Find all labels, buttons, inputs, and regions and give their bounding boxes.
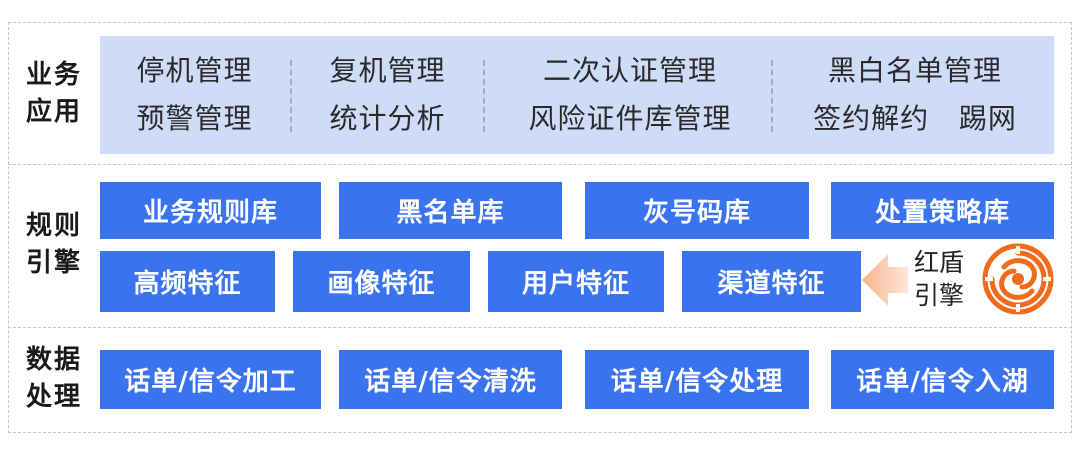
data-box-lake-ingest: 话单/信令入湖 xyxy=(831,350,1054,409)
rule-box-blacklist: 黑名单库 xyxy=(339,182,562,239)
app-item-stop-management: 停机管理 xyxy=(136,54,253,87)
divider-rule-data xyxy=(8,327,1072,328)
row-label-data: 数据 处理 xyxy=(14,342,94,416)
feature-box-profile: 画像特征 xyxy=(293,251,470,312)
data-box-processing: 话单/信令加工 xyxy=(100,350,321,409)
rule-box-disposal-strategy: 处置策略库 xyxy=(831,182,1054,239)
business-app-panel: 停机管理 预警管理 复机管理 统计分析 二次认证管理 风险证件库管理 黑白名单管… xyxy=(100,36,1054,154)
app-item-sign-kick: 签约解约 踢网 xyxy=(813,102,1017,135)
honghun-logo-icon xyxy=(982,243,1054,315)
diagram-frame xyxy=(8,22,1072,433)
left-arrow-icon xyxy=(862,254,908,306)
engine-label-line2: 引擎 xyxy=(913,281,964,310)
row-label-app-line1: 业务 xyxy=(25,60,82,90)
rule-box-grey-number: 灰号码库 xyxy=(585,182,809,239)
app-column-1: 停机管理 预警管理 xyxy=(112,50,277,140)
row-label-data-line2: 处理 xyxy=(25,382,82,412)
rule-box-business-rules: 业务规则库 xyxy=(100,182,321,239)
row-label-data-line1: 数据 xyxy=(25,345,82,375)
app-item-black-white-list: 黑白名单管理 xyxy=(827,54,1002,87)
app-column-4: 黑白名单管理 签约解约 踢网 xyxy=(790,50,1040,140)
app-separator xyxy=(483,60,485,132)
app-item-restore-management: 复机管理 xyxy=(329,54,446,87)
app-item-statistics: 统计分析 xyxy=(329,102,446,135)
app-item-second-auth: 二次认证管理 xyxy=(542,54,717,87)
data-box-cleaning: 话单/信令清洗 xyxy=(339,350,562,409)
app-column-2: 复机管理 统计分析 xyxy=(305,50,470,140)
divider-app-rule xyxy=(8,164,1072,165)
app-separator xyxy=(290,60,292,132)
row-label-app-line2: 应用 xyxy=(25,97,82,127)
engine-label-line1: 红盾 xyxy=(913,248,964,277)
data-box-handling: 话单/信令处理 xyxy=(585,350,809,409)
app-item-risk-id-library: 风险证件库管理 xyxy=(528,102,732,135)
app-item-warning-management: 预警管理 xyxy=(136,102,253,135)
engine-label: 红盾 引擎 xyxy=(906,246,972,312)
row-label-rule-line2: 引擎 xyxy=(25,248,82,278)
row-label-app: 业务 应用 xyxy=(14,57,94,131)
feature-box-channel: 渠道特征 xyxy=(682,251,861,312)
feature-box-user: 用户特征 xyxy=(488,251,664,312)
feature-box-high-frequency: 高频特征 xyxy=(100,251,275,312)
row-label-rule: 规则 引擎 xyxy=(14,208,94,282)
app-column-3: 二次认证管理 风险证件库管理 xyxy=(500,50,760,140)
app-separator xyxy=(771,60,773,132)
row-label-rule-line1: 规则 xyxy=(25,211,82,241)
